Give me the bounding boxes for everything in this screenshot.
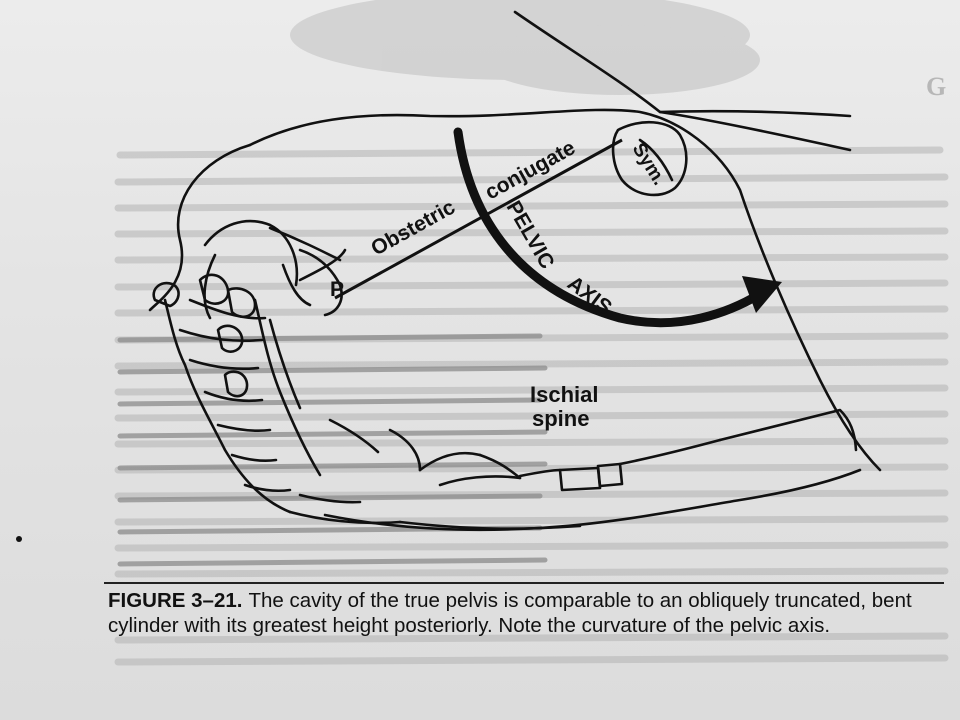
ischial-spine-label-line2: spine (532, 406, 589, 431)
pelvis-outer-outline (248, 108, 882, 472)
pelvic-axis-label-word1: PELVIC (502, 197, 559, 273)
caption-text: The cavity of the true pelvis is compara… (108, 589, 912, 637)
pelvic-axis-arrowhead (742, 276, 782, 313)
abdominal-wall-outline (513, 10, 852, 118)
promontory-label: P (330, 278, 344, 301)
symphysis-outline (611, 120, 688, 197)
obstetric-conjugate-line (334, 138, 623, 300)
pelvic-axis-curve (453, 127, 765, 328)
figure-caption: FIGURE 3–21.The cavity of the true pelvi… (108, 588, 928, 638)
page-corner-glyph: G (926, 72, 947, 101)
caption-rule (104, 582, 944, 584)
bullet-dot (16, 536, 22, 542)
caption-label: FIGURE 3–21. (108, 589, 243, 612)
obstetric-label: Obstetric (367, 195, 459, 260)
pelvic-floor-outline (323, 468, 862, 532)
ischial-spine-label-line1: Ischial (530, 382, 598, 407)
sacral-promontory-outline (298, 248, 343, 317)
